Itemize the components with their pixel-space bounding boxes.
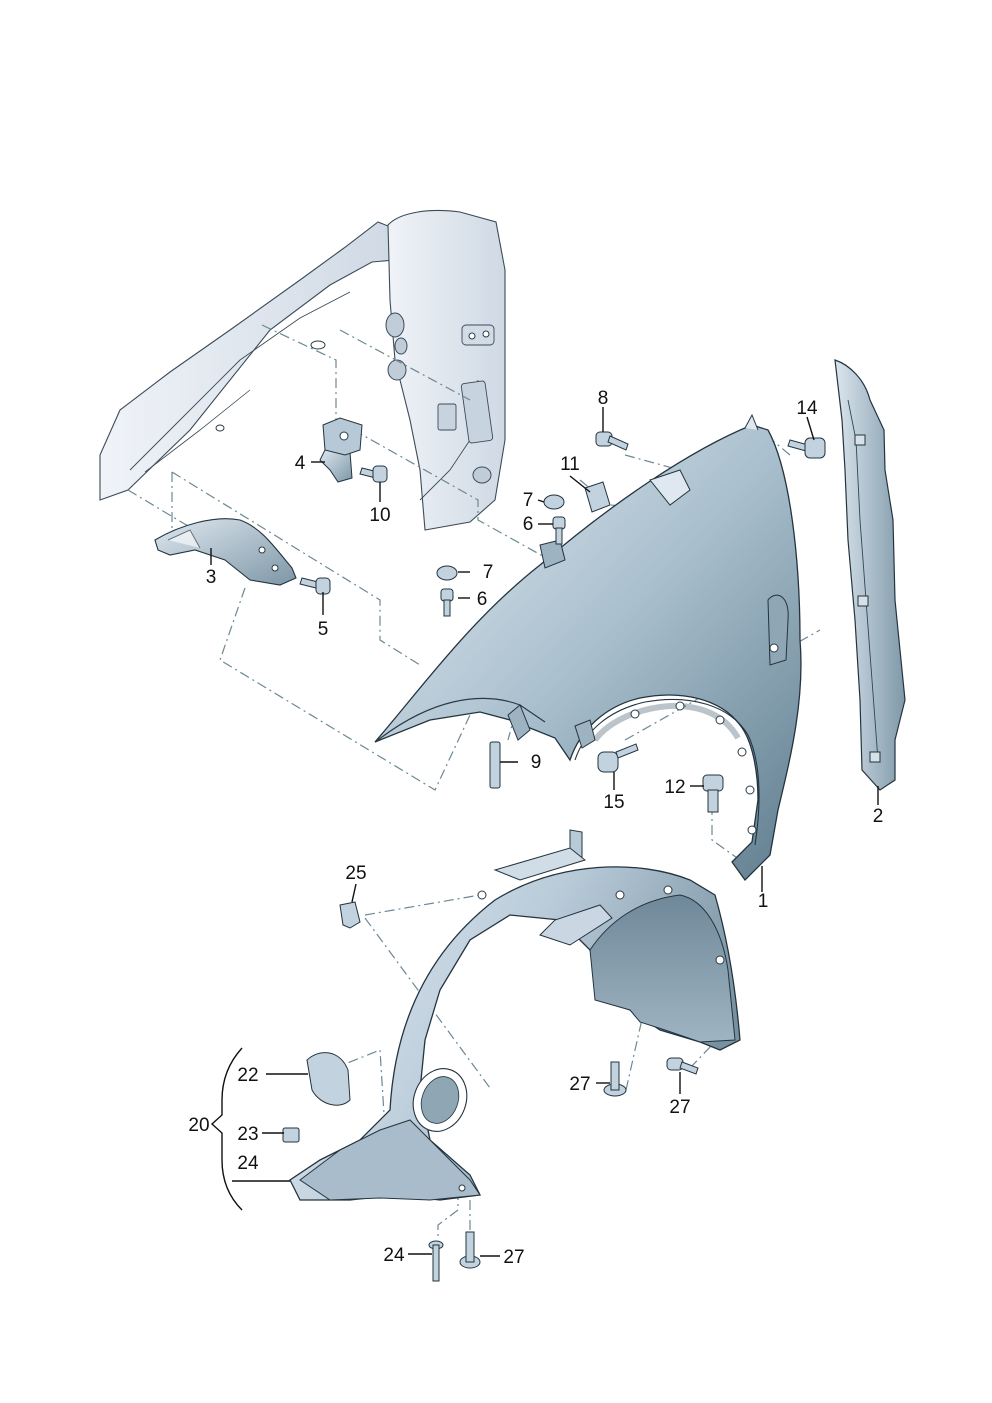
label-part-6b: 6: [477, 589, 488, 610]
label-part-4: 4: [295, 453, 306, 474]
label-part-22: 22: [237, 1065, 258, 1086]
label-part-6a: 6: [523, 514, 534, 535]
callout-labels: 8 14 11 7 6 7 6 4 10 3 5 9 15 12 1 2 25 …: [188, 388, 883, 1268]
label-part-20: 20: [188, 1115, 209, 1136]
body-structure-ghost: [99, 209, 506, 531]
label-part-10: 10: [369, 505, 390, 526]
label-part-14: 14: [796, 398, 818, 419]
label-part-9: 9: [531, 752, 542, 773]
label-part-27a: 27: [503, 1247, 524, 1268]
mounting-bracket: [154, 518, 297, 586]
label-part-24a: 24: [237, 1153, 259, 1174]
label-part-1: 1: [758, 891, 769, 912]
label-part-7b: 7: [483, 562, 494, 583]
label-part-8: 8: [598, 388, 609, 409]
label-part-3: 3: [206, 567, 217, 588]
foam-strip: [834, 359, 906, 791]
label-part-27b: 27: [569, 1074, 590, 1095]
label-part-23: 23: [237, 1124, 258, 1145]
label-part-27c: 27: [669, 1097, 690, 1118]
leader-lines: [210, 407, 879, 1257]
label-part-12: 12: [664, 777, 685, 798]
label-part-24b: 24: [383, 1245, 405, 1266]
fender-panel: [374, 413, 802, 881]
label-part-11: 11: [560, 454, 580, 475]
label-part-15: 15: [603, 792, 624, 813]
small-bracket: [319, 417, 363, 483]
label-part-5: 5: [318, 619, 329, 640]
wheel-arch-liner: [289, 829, 741, 1201]
label-part-25: 25: [345, 863, 366, 884]
label-part-7a: 7: [523, 490, 534, 511]
fasteners: [282, 431, 826, 1282]
label-part-2: 2: [873, 806, 884, 827]
